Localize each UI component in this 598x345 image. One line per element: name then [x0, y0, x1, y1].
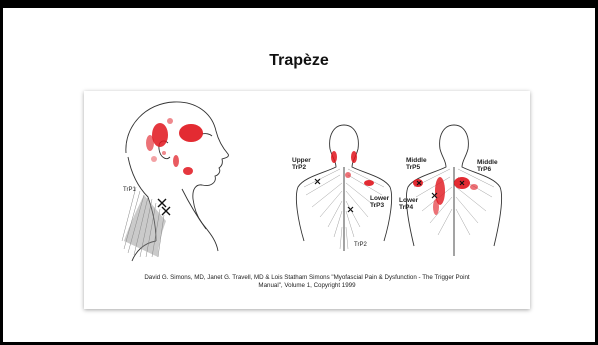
label-middle-left: Middle [406, 157, 427, 164]
label-trp5: TrP5 [406, 164, 420, 171]
referred-pain-head [146, 118, 203, 175]
label-middle-right: Middle [477, 159, 498, 166]
figure-caption: David G. Simons, MD, Janet G. Travell, M… [84, 274, 530, 289]
back-view-1-pain-areas [331, 151, 374, 186]
trigger-point-figure: TrP1 Upper TrP2 Lower TrP3 TrP2 Middle T… [84, 91, 530, 309]
back-view-middle-illustration [406, 125, 501, 256]
label-lower-4: Lower [399, 197, 418, 204]
label-lower-3: Lower [370, 195, 389, 202]
caption-line-1: David G. Simons, MD, Janet G. Travell, M… [84, 274, 530, 282]
slide-title: Trapèze [3, 52, 595, 70]
back-view-upper-lower-illustration [296, 125, 391, 251]
label-trp2-bottom: TrP2 [354, 242, 367, 248]
label-trp6: TrP6 [477, 166, 491, 173]
label-trp1: TrP1 [123, 187, 136, 193]
slide: Trapèze [3, 8, 595, 342]
trapezius-shading [124, 195, 166, 257]
trigger-point-1-marker [158, 199, 170, 215]
label-trp3: TrP3 [370, 202, 384, 209]
label-trp4: TrP4 [399, 204, 413, 211]
label-trp2: TrP2 [292, 164, 306, 171]
caption-line-2: Manual", Volume 1, Copyright 1999 [84, 282, 530, 290]
label-upper: Upper [292, 157, 311, 164]
back-view-2-pain-areas [413, 177, 478, 215]
